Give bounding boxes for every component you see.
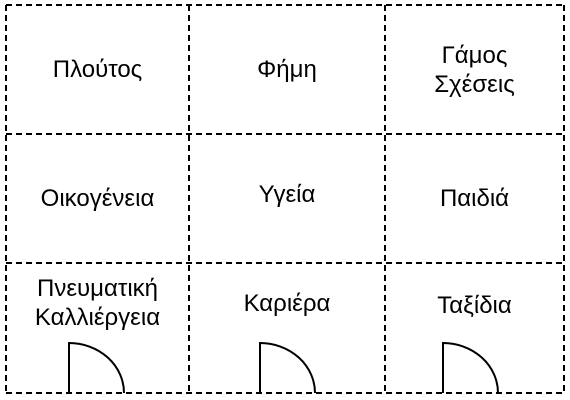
door-swing-icon — [68, 341, 125, 394]
cell-children: Παιδιά — [385, 134, 564, 263]
cell-travel: Ταξίδια — [385, 263, 564, 347]
cell-label-line: Γάμος — [441, 41, 508, 69]
cell-label-line: Φήμη — [257, 56, 317, 83]
cell-spiritual-cultivation: Πνευματική Καλλιέργεια — [6, 263, 189, 343]
cell-career: Καριέρα — [189, 263, 385, 343]
cell-label-line: Παιδιά — [439, 185, 510, 212]
cell-label-line: Οικογένεια — [40, 185, 155, 212]
cell-fame: Φήμη — [189, 5, 385, 134]
cell-label-line: Πνευματική — [36, 275, 159, 302]
door-swing-icon — [259, 341, 316, 394]
cell-label-line: Καλλιέργεια — [34, 304, 161, 331]
cell-health: Υγεία — [189, 134, 385, 254]
door-swing-icon — [442, 341, 499, 394]
cell-label-line: Υγεία — [258, 180, 316, 208]
cell-wealth: Πλούτος — [6, 5, 189, 134]
cell-label-line: Καριέρα — [243, 289, 331, 317]
cell-label-line: Πλούτος — [52, 56, 143, 83]
cell-label-line: Ταξίδια — [437, 291, 512, 319]
grid-lines — [5, 4, 565, 394]
doors — [68, 341, 499, 394]
cell-marriage-relationships: Γάμος Σχέσεις — [385, 5, 564, 134]
cell-label-line: Σχέσεις — [434, 70, 515, 98]
cell-family: Οικογένεια — [6, 134, 189, 263]
